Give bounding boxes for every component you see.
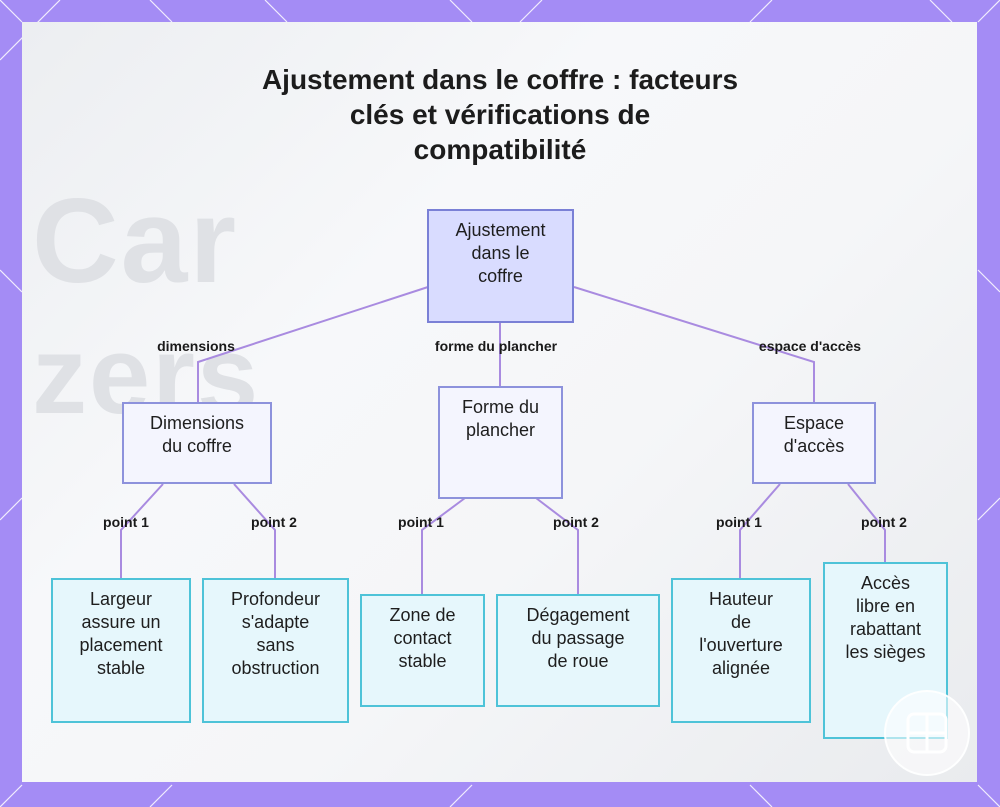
node-profondeur: Profondeur s'adapte sans obstruction [202, 578, 349, 723]
edge-label-point2: point 2 [553, 514, 599, 530]
edge-label-point1: point 1 [103, 514, 149, 530]
page-title: Ajustement dans le coffre : facteurs clé… [261, 64, 739, 165]
connector-acces-libre [847, 483, 886, 563]
node-plancher: Forme du plancher [438, 386, 563, 499]
edge-label-point1: point 1 [398, 514, 444, 530]
node-libre: Accès libre en rabattant les sièges [823, 562, 948, 739]
connector-plancher-degagement [535, 497, 579, 595]
node-hauteur: Hauteur de l'ouverture alignée [671, 578, 811, 723]
connector-root-acces [573, 286, 815, 403]
connector-dimensions-profondeur [233, 483, 276, 579]
grid-logo-icon [884, 690, 970, 776]
edge-label-point2: point 2 [861, 514, 907, 530]
connector-dimensions-largeur [120, 483, 164, 579]
edge-label-point1: point 1 [716, 514, 762, 530]
edge-label-dimensions: dimensions [157, 338, 235, 354]
node-acces: Espace d'accès [752, 402, 876, 484]
node-root: Ajustement dans le coffre [427, 209, 574, 323]
connector-acces-hauteur [739, 483, 781, 579]
connector-plancher-zone [421, 497, 466, 595]
node-degagement: Dégagement du passage de roue [496, 594, 660, 707]
connector-root-dimensions [197, 286, 429, 403]
node-zone: Zone de contact stable [360, 594, 485, 707]
node-largeur: Largeur assure un placement stable [51, 578, 191, 723]
edge-label-plancher: forme du plancher [434, 338, 558, 354]
node-dimensions: Dimensions du coffre [122, 402, 272, 484]
background-watermark-text: Car [32, 174, 239, 308]
edge-label-point2: point 2 [251, 514, 297, 530]
edge-label-acces: espace d'accès [758, 338, 862, 354]
